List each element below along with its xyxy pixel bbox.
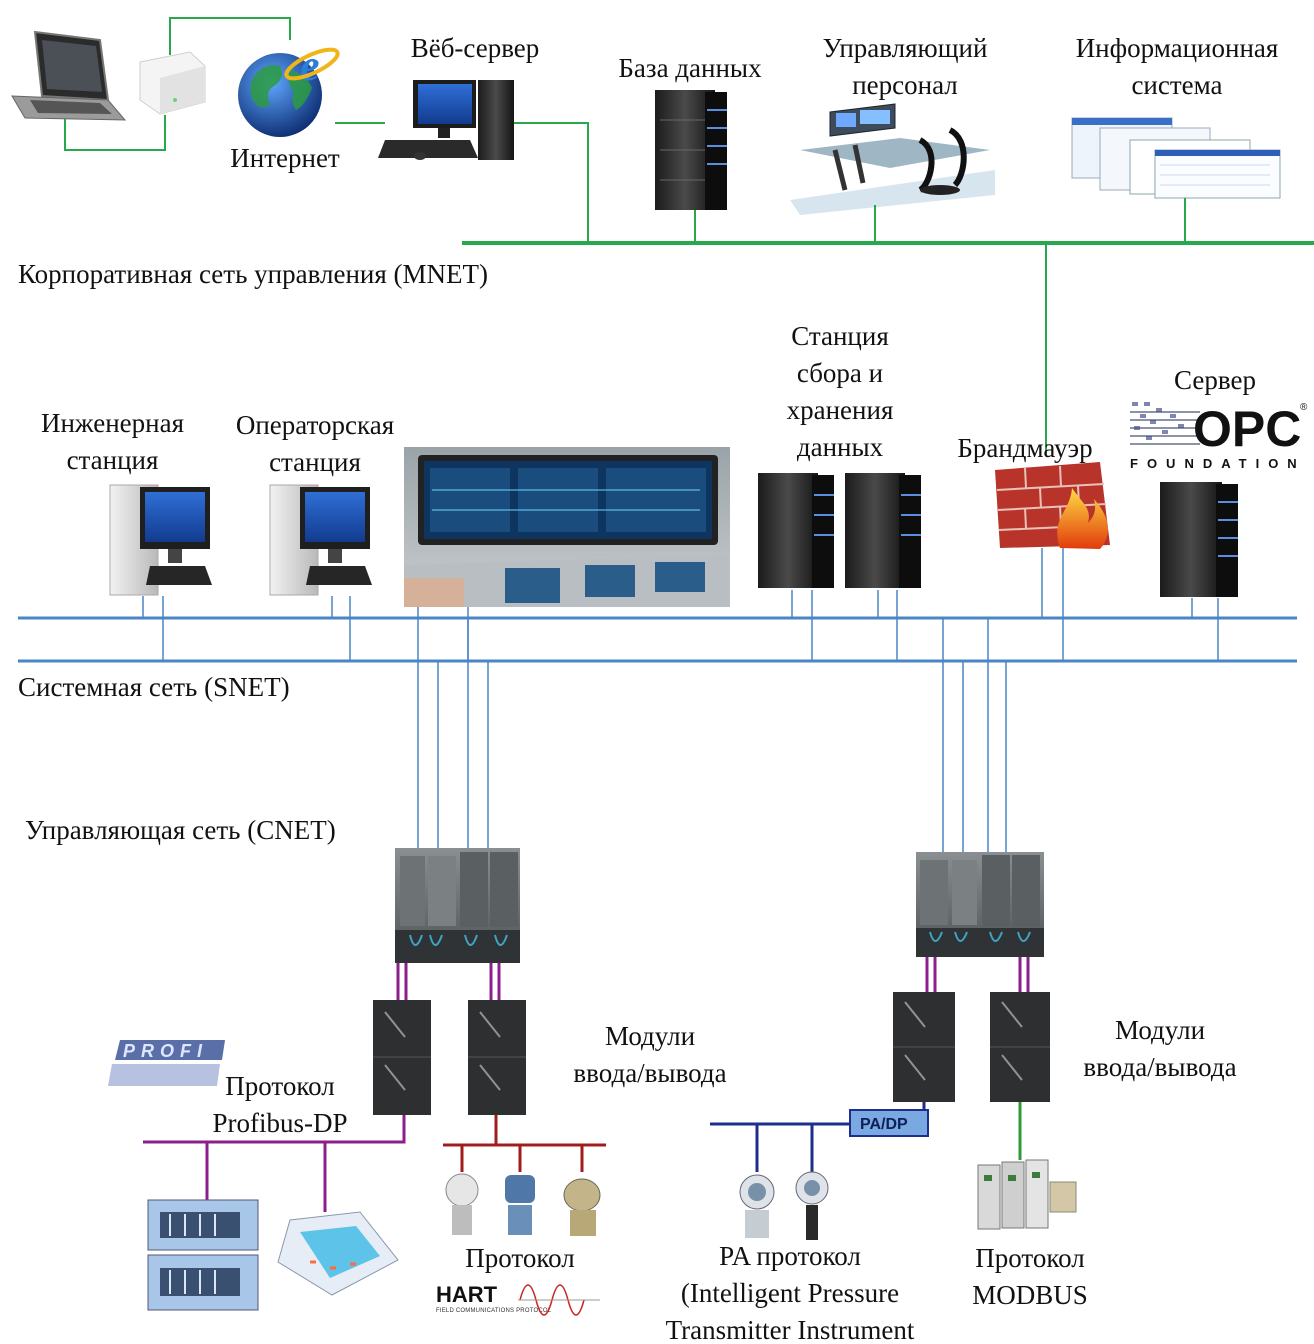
globe-icon: e — [238, 41, 340, 137]
engineering-station-icon — [109, 484, 212, 596]
plc-io-purple-links — [396, 957, 1030, 1000]
pa-transmitters-icon — [739, 1171, 829, 1240]
pa-dp-coupler-badge: PA/DP — [849, 1109, 929, 1137]
operator-station-label: Операторская станция — [235, 410, 395, 477]
io-modules-left-label: Модули ввода/вывода — [573, 1021, 727, 1088]
opc-server-tower-icon — [1160, 482, 1238, 597]
io-module-stacks-icon — [373, 992, 1050, 1115]
profibus-bus-line — [143, 1115, 406, 1144]
modbus-label: Протокол MODBUS — [972, 1243, 1088, 1310]
opc-foundation-text: FOUNDATION — [1130, 456, 1306, 471]
hart-logo-subtext: FIELD COMMUNICATIONS PROTOCOL — [436, 1308, 552, 1314]
information-system-icon — [1071, 117, 1281, 199]
snet-label: Системная сеть (SNET) — [18, 672, 290, 702]
information-system-label: Информационная система — [1075, 33, 1279, 100]
profibus-device-b-icon — [277, 1211, 399, 1296]
server-label: Сервер — [1174, 365, 1256, 395]
hart-transmitters-icon — [445, 1173, 601, 1236]
internet-label-text: Интернет — [230, 143, 340, 173]
control-personnel-label: Управляющий персонал — [822, 33, 988, 100]
webserver-mnet-link — [514, 122, 589, 243]
control-panel-display-icon — [404, 447, 730, 607]
hart-protocol-label: Протокол — [465, 1243, 575, 1273]
io-modules-right-label: Модули ввода/вывода — [1083, 1015, 1237, 1082]
data-station-label: Станция сбора и хранения данных — [786, 321, 894, 462]
data-storage-servers-icon — [758, 473, 921, 588]
opc-foundation-logo: OPC ® FOUNDATION — [1130, 401, 1308, 471]
control-room-icon — [790, 103, 995, 215]
right-plc-controller-icon — [916, 852, 1044, 957]
opc-logo-text: OPC — [1193, 401, 1301, 457]
hart-logo-text: HART — [436, 1282, 498, 1307]
svg-text:®: ® — [1300, 402, 1308, 413]
web-server-label: Вёб-сервер — [410, 33, 540, 63]
hart-logo: HART FIELD COMMUNICATIONS PROTOCOL — [436, 1282, 600, 1316]
pa-dp-badge-text: PA/DP — [860, 1116, 908, 1133]
pa-protocol-label: PA протокол (Intelligent Pressure Transm… — [665, 1241, 915, 1344]
database-server-icon — [655, 90, 727, 210]
mnet-label: Корпоративная сеть управления (MNET) — [18, 259, 488, 289]
snet-drop-lines — [142, 548, 1219, 661]
profi-logo-text: PROFI — [123, 1041, 208, 1061]
database-label: База данных — [618, 53, 762, 83]
profibus-label: Протокол Profibus-DP — [212, 1071, 348, 1138]
cnet-label: Управляющая сеть (CNET) — [25, 815, 336, 845]
web-server-computer-icon — [378, 80, 514, 160]
profibus-logo: PROFI — [108, 1040, 225, 1086]
internet-cluster: e — [11, 17, 385, 151]
firewall-label: Брандмауэр — [957, 433, 1093, 463]
firewall-icon — [995, 462, 1110, 549]
laptop-icon — [11, 30, 127, 121]
engineering-station-label: Инженерная станция — [40, 408, 184, 475]
router-icon — [139, 51, 206, 115]
svg-text:e: e — [300, 41, 320, 90]
operator-station-icon — [269, 484, 372, 596]
cnet-drop-lines — [417, 618, 1007, 852]
laptop-router-link — [64, 115, 166, 151]
modbus-gateway-icon — [977, 1159, 1077, 1230]
router-globe-link — [169, 17, 291, 55]
profibus-device-a-icon — [147, 1199, 259, 1311]
left-plc-controller-icon — [395, 848, 520, 963]
